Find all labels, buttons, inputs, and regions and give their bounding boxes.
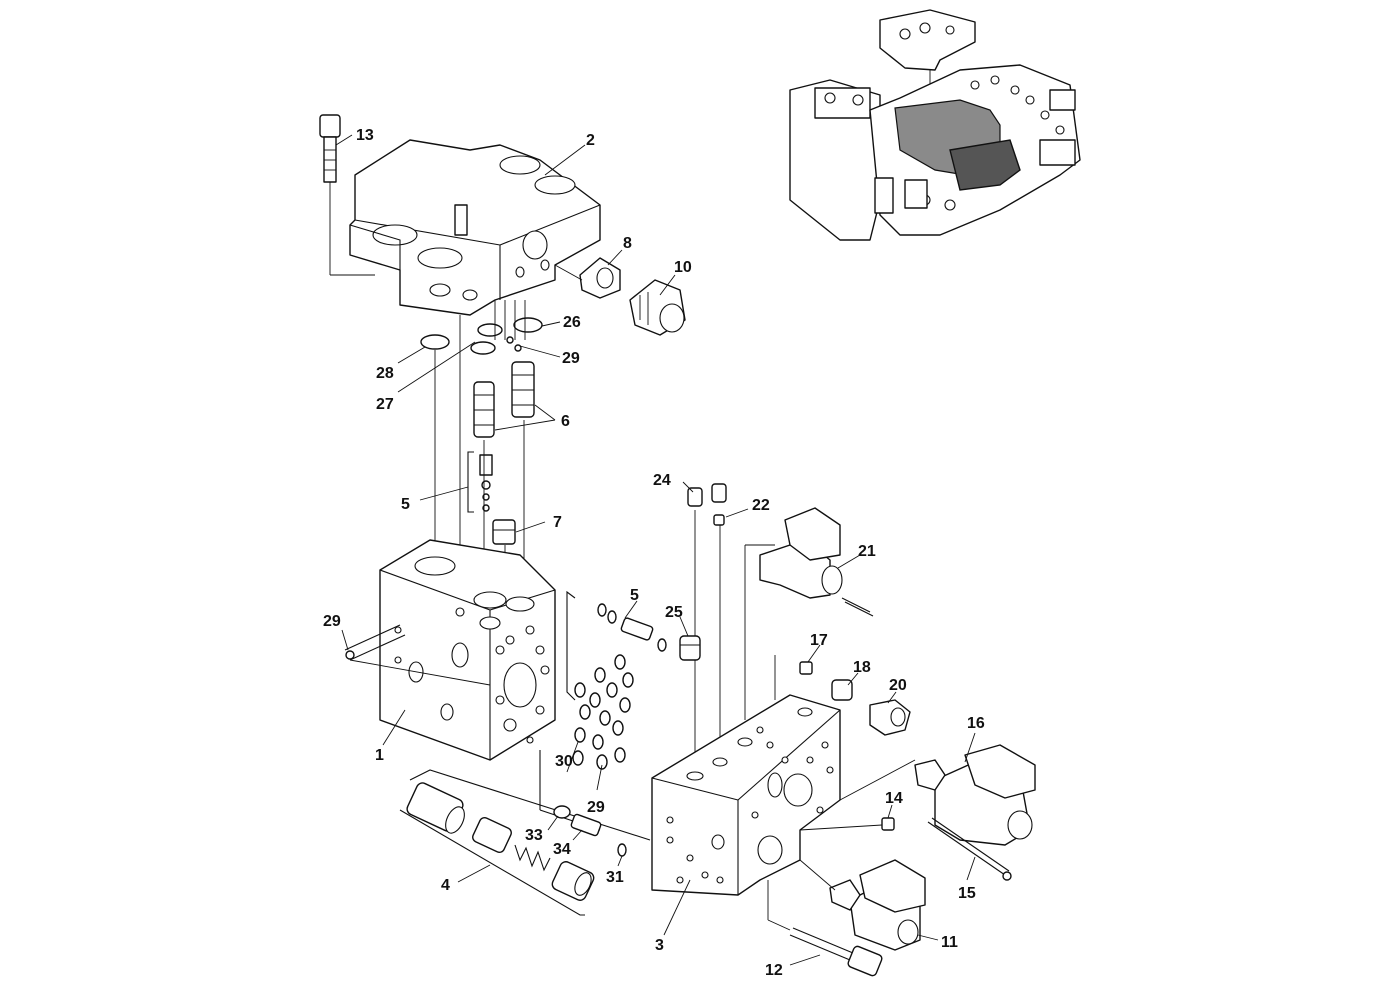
seal-cluster: [572, 654, 634, 770]
callout-26: 26: [563, 314, 581, 331]
callout-8: 8: [623, 235, 632, 252]
callout-11: 13: [356, 127, 374, 144]
callout-3: 3: [655, 937, 664, 954]
callout-6: 6: [561, 413, 570, 430]
part-25-fitting: [679, 635, 701, 661]
callout-34: 34: [553, 841, 571, 858]
guide-line-16: [839, 759, 916, 801]
part-6-cartridges: [473, 361, 535, 438]
part-5-stack-left: [467, 451, 493, 513]
part-5-stack-right: [566, 590, 667, 701]
callout-1: 1: [375, 747, 384, 764]
callout-5-left: 5: [401, 496, 410, 513]
part-10-plug: [629, 279, 686, 336]
callout-29-left: 29: [323, 613, 341, 630]
solenoid-part-16: [914, 744, 1036, 881]
callout-25: 25: [665, 604, 683, 621]
callout-30: 30: [555, 753, 573, 770]
callout-12: 12: [765, 962, 783, 979]
lower-block-part-3: [651, 694, 841, 896]
callout-21: 21: [858, 543, 876, 560]
callout-20: 20: [889, 677, 907, 694]
callout-10: 10: [674, 259, 692, 276]
callout-17: 17: [810, 632, 828, 649]
callout-29-bottom: 29: [587, 799, 605, 816]
callout-13: 11: [941, 934, 958, 951]
locator-inset: [789, 9, 1081, 241]
leader-lines: [335, 134, 976, 966]
callout-28: 28: [376, 365, 394, 382]
part-7-plug: [492, 519, 516, 545]
callout-22: 22: [752, 497, 770, 514]
callout-15: 15: [958, 885, 976, 902]
part-8-fitting: [554, 257, 621, 299]
parts-33-34-31: [553, 805, 627, 857]
callout-24: 24: [653, 472, 671, 489]
part-4-valve-assembly: [399, 750, 651, 916]
callout-5-right: 5: [630, 587, 639, 604]
callout-31: 31: [606, 869, 624, 886]
callout-2: 2: [586, 132, 595, 149]
pin-part-29-left: [344, 624, 491, 686]
parts-24-22: [687, 483, 727, 526]
bolt-part-11: [319, 114, 375, 276]
solenoid-part-21: [759, 507, 874, 617]
callout-27: 27: [376, 396, 394, 413]
seals-26-29: [420, 300, 543, 355]
callout-7: 7: [553, 514, 562, 531]
callout-16: 16: [967, 715, 985, 732]
main-block-part-1: [379, 539, 556, 761]
callout-29-top: 29: [562, 350, 580, 367]
callout-33: 33: [525, 827, 543, 844]
solenoid-part-13: [799, 859, 926, 951]
bolt-part-12: [767, 880, 883, 977]
callout-4: 4: [441, 877, 450, 894]
callout-labels: 13 2 8 10 26 29 28 27 6 5 7 5 25 24 22 2…: [323, 127, 985, 979]
callout-14: 14: [885, 790, 903, 807]
top-block-part-2: [349, 139, 601, 316]
parts-17-18-20: [799, 661, 911, 736]
callout-18: 18: [853, 659, 871, 676]
